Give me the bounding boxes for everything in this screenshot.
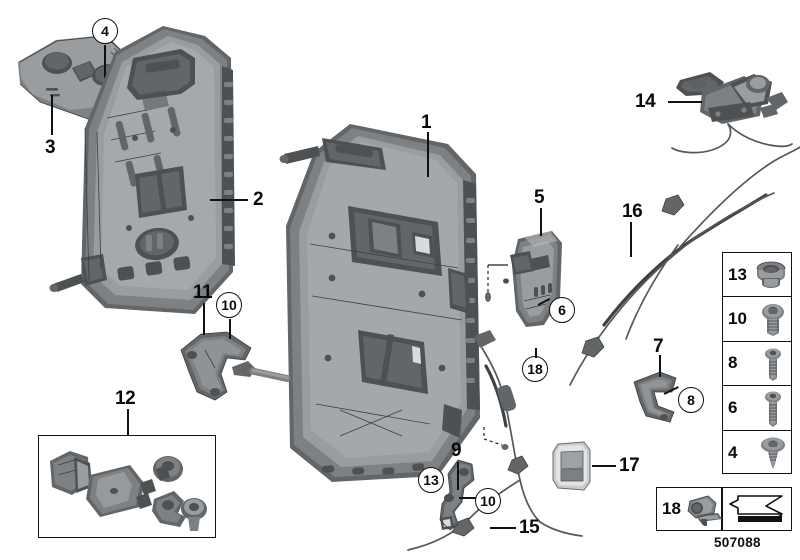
callout-5: 5 [534, 187, 545, 208]
callout-15: 15 [519, 517, 540, 538]
callout-2: 2 [253, 189, 264, 210]
legend-row-arrow [722, 487, 792, 531]
part-mounting-bracket [180, 331, 252, 401]
cable-clip-icon [684, 488, 722, 530]
callout-12: 12 [115, 388, 136, 409]
leader-line-15 [490, 527, 516, 529]
callout-7: 7 [653, 336, 664, 357]
part-rod-near-bracket [232, 361, 291, 383]
callout-4-circled: 4 [92, 18, 118, 44]
leader-line-11 [203, 303, 205, 335]
legend-row-8: 8 [723, 342, 791, 387]
part-bowden-cable-lower [407, 330, 583, 551]
leader-line-2 [210, 199, 248, 201]
fastener-legend: 13 10 [722, 252, 792, 474]
leader-line-18 [535, 348, 537, 358]
legend-number-6: 6 [728, 397, 738, 417]
leader-line-7 [659, 355, 661, 377]
legend-number-13: 13 [728, 264, 747, 284]
legend-number-18: 18 [662, 499, 681, 518]
callout-18-circled: 18 [522, 356, 548, 382]
callout-8-circled: 8 [678, 387, 704, 413]
legend-number-8: 8 [728, 353, 738, 373]
part-right-frame [279, 124, 480, 482]
callout-10-circled-upper: 10 [216, 292, 242, 318]
part-release-button-cover [552, 441, 591, 491]
assembly-indicator-latch [485, 264, 508, 302]
leader-line-14 [668, 101, 702, 103]
torx-screw-icon-8 [750, 342, 791, 385]
callout-11: 11 [193, 282, 213, 303]
legend-row-13: 13 [723, 253, 791, 298]
callout-10-circled-lower: 10 [475, 488, 501, 514]
callout-9: 9 [451, 440, 462, 461]
callout-17: 17 [619, 455, 640, 476]
callout-16: 16 [622, 201, 643, 222]
part-number: 507088 [714, 535, 761, 550]
torx-tapping-icon [750, 431, 791, 475]
legend-row-18: 18 [656, 487, 722, 531]
torx-bolt-icon [750, 297, 791, 340]
leader-line-4 [104, 45, 106, 78]
bushing-icon [750, 253, 791, 296]
part-latch-lever [439, 459, 475, 531]
leader-line-3 [51, 95, 53, 135]
legend-row-6: 6 [723, 386, 791, 431]
legend-row-4: 4 [723, 431, 791, 475]
callout-13-circled: 13 [418, 467, 444, 493]
part-unlocking-lever [671, 72, 793, 154]
leader-line-17 [592, 465, 616, 467]
torx-screw-icon-6 [750, 386, 791, 429]
leader-line-12 [127, 409, 129, 436]
legend-row-10: 10 [723, 297, 791, 342]
legend-number-4: 4 [728, 442, 738, 462]
callout-3: 3 [45, 137, 56, 158]
assembly-indicator-lower [483, 427, 509, 450]
repair-kit-contents [50, 451, 207, 531]
leader-line-10l [459, 497, 476, 499]
leader-line-16 [630, 222, 632, 257]
part-left-frame [49, 26, 235, 314]
legend-number-10: 10 [728, 309, 747, 329]
leader-line-10u [229, 319, 231, 339]
leader-line-9 [457, 462, 459, 490]
leader-line-5 [540, 208, 542, 236]
part-lock-latch [503, 231, 562, 327]
leader-line-1 [427, 132, 429, 177]
direction-arrow-icon [729, 495, 783, 522]
part-bowden-cable-upper [569, 146, 800, 386]
callout-1: 1 [421, 112, 432, 133]
callout-6-circled: 6 [549, 297, 575, 323]
callout-14: 14 [635, 91, 656, 112]
part-support-bracket [633, 371, 677, 423]
